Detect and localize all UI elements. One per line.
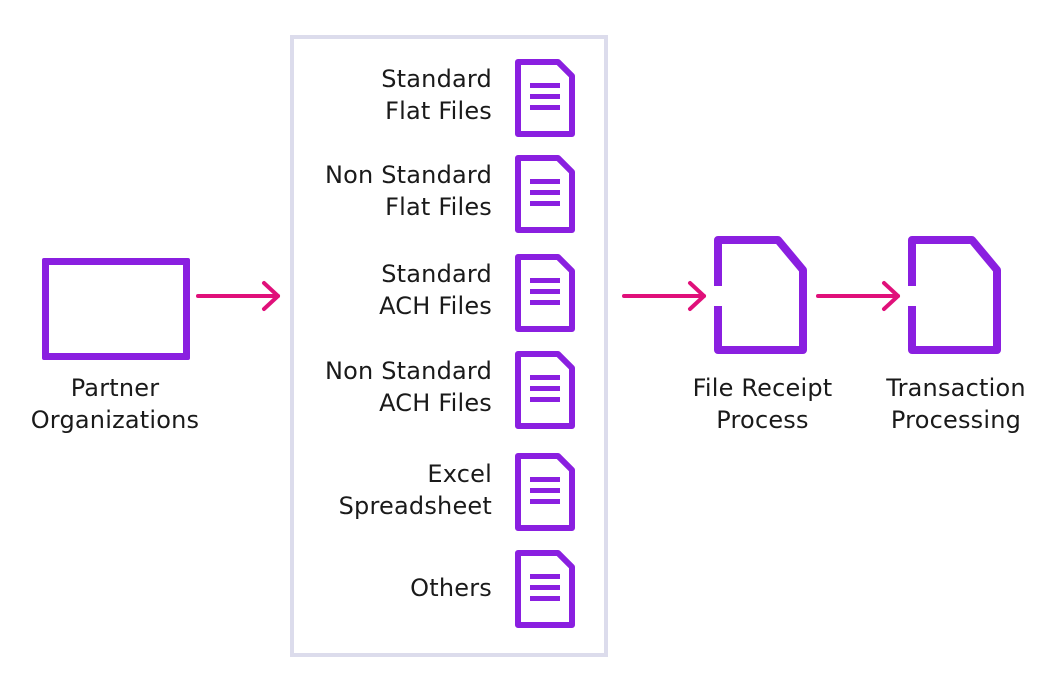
- partner-label-line2: Organizations: [30, 406, 200, 434]
- transaction-processing-label: Transaction Processing: [886, 374, 1026, 434]
- format-label-excel: Excel Spreadsheet: [338, 460, 492, 520]
- arrow-partner-to-formats: [196, 281, 280, 311]
- document-icon: [515, 550, 575, 628]
- format-label-nonstandard-ach: Non Standard ACH Files: [324, 357, 492, 417]
- format-label-standard-flat: Standard Flat Files: [381, 65, 492, 125]
- arrow-formats-to-receipt: [622, 281, 706, 311]
- file-formats-panel: [290, 35, 608, 657]
- transaction-processing-icon: [908, 236, 1001, 354]
- document-icon: [515, 351, 575, 429]
- arrow-receipt-to-transaction: [816, 281, 900, 311]
- document-icon: [515, 453, 575, 531]
- format-label-standard-ach: Standard ACH Files: [379, 260, 492, 320]
- format-label-others: Others: [410, 574, 492, 602]
- document-icon: [515, 254, 575, 332]
- file-receipt-icon: [714, 236, 807, 354]
- partner-organizations-box: [42, 258, 190, 360]
- document-icon: [515, 155, 575, 233]
- file-receipt-label: File Receipt Process: [692, 374, 833, 434]
- document-icon: [515, 59, 575, 137]
- format-label-nonstandard-flat: Non Standard Flat Files: [324, 161, 492, 221]
- partner-organizations-label: Partner Organizations: [20, 372, 210, 436]
- partner-label-line1: Partner: [70, 374, 160, 402]
